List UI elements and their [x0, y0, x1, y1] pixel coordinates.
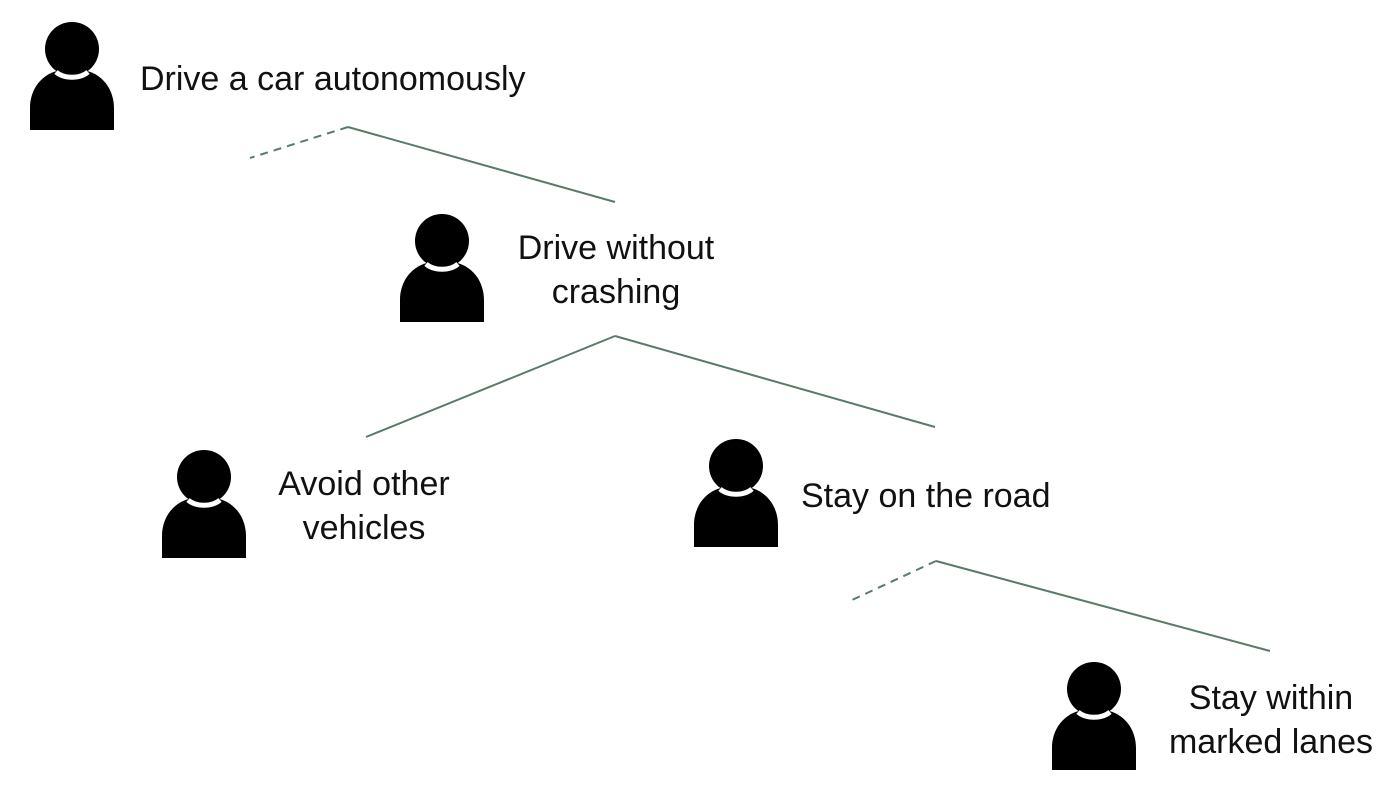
- node-label: Stay within marked lanes: [1152, 676, 1390, 764]
- person-icon: [400, 214, 484, 322]
- edge-road-to-lanes: [935, 560, 1271, 652]
- edge-root-dashed: [249, 126, 349, 159]
- node-label-line: crashing: [551, 273, 681, 311]
- node-label: Stay on the road: [801, 474, 1051, 518]
- node-label-line: Stay within: [1188, 679, 1354, 717]
- node-label: Drive a car autonomously: [140, 57, 526, 101]
- person-icon: [162, 450, 246, 558]
- node-label: Drive without crashing: [500, 226, 732, 314]
- node-label-line: Avoid other: [278, 465, 450, 503]
- node-label-line: vehicles: [302, 509, 426, 547]
- node-label-line: marked lanes: [1168, 723, 1374, 761]
- node-label: Avoid other vehicles: [262, 462, 466, 550]
- edge-crashing-to-avoid-vehicles: [365, 335, 616, 438]
- node-label-line: Drive without: [517, 229, 715, 267]
- person-icon: [694, 439, 778, 547]
- edge-road-dashed: [851, 560, 937, 601]
- edge-root-to-drive-without-crashing: [347, 126, 616, 203]
- node-label-line: Drive a car autonomously: [140, 60, 526, 98]
- edge-crashing-to-stay-on-road: [614, 335, 936, 428]
- person-icon: [1052, 662, 1136, 770]
- person-icon: [30, 22, 114, 130]
- node-label-line: Stay on the road: [801, 477, 1051, 515]
